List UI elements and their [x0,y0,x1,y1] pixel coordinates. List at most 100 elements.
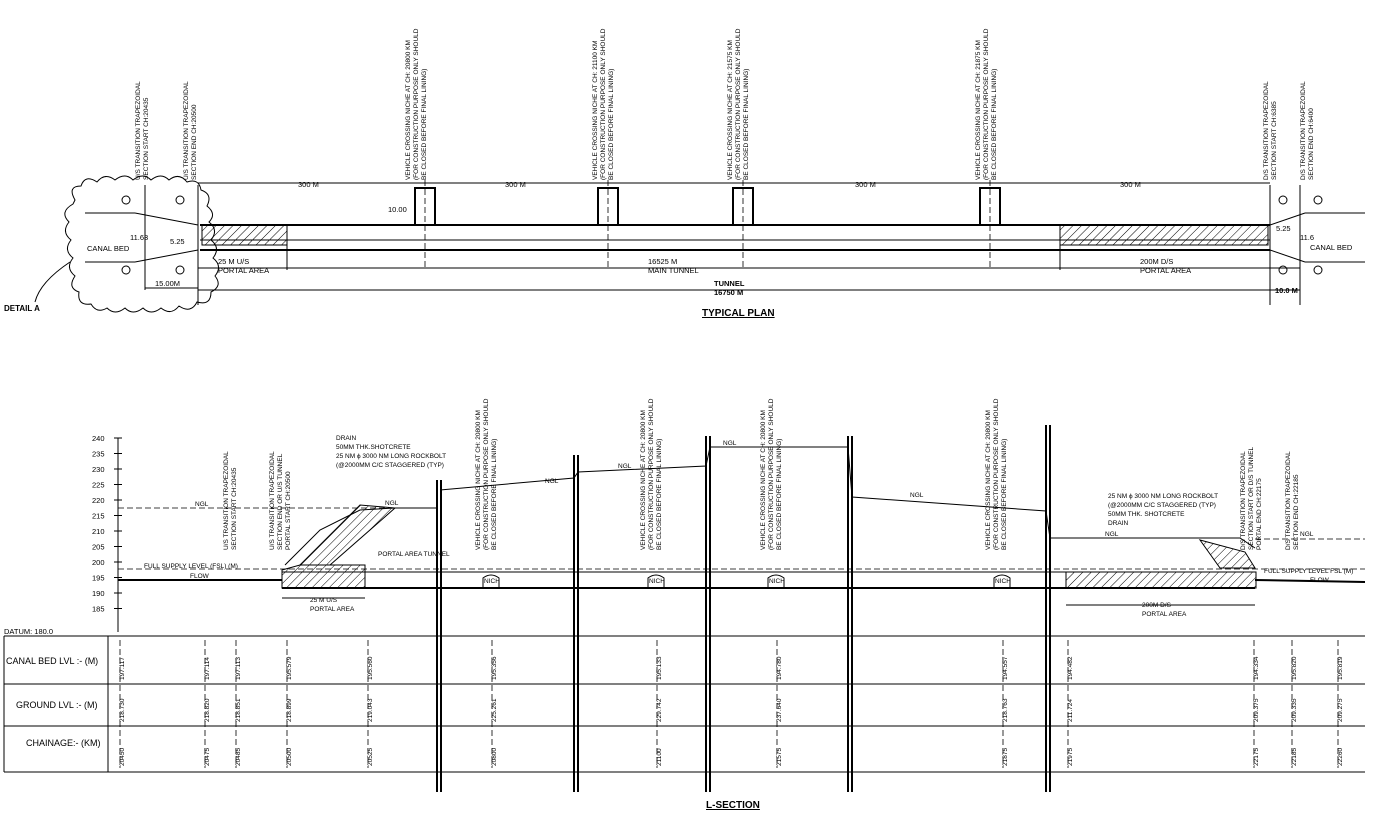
plan-top-label: VEHICLE CROSSING NICHE AT CH: 21575 KM(F… [727,28,750,180]
table-cell-canal-bed: 197.113 [235,657,242,680]
table-cell-ground: 237.640 [776,698,783,722]
datum-label: DATUM: 180.0 [4,627,53,636]
detail-a-cloud [64,175,219,313]
niche-width-label: 10.00 [388,205,407,214]
section-marker-b [175,265,185,275]
lsection-top-label: VEHICLE CROSSING NICHE AT CH: 20800 KM(F… [760,398,783,550]
canal-bed-right-label: CANAL BED [1310,243,1353,252]
fsl-right-label: FULL SUPPLY LEVEL FSL (M) [1264,568,1353,575]
table-cell-chainage: 21100 [656,748,663,766]
level-tick-label: 230 [92,465,105,474]
level-tick-label: 235 [92,450,105,459]
svg-text:NGL: NGL [910,492,924,499]
niche-label: NICH [649,578,665,585]
table-cell-chainage: 21575 [776,748,783,766]
plan-vertical-markers [144,180,1301,305]
section-marker-b [175,195,185,205]
spacing-label: 300 M [855,180,876,189]
level-tick-label: 205 [92,543,105,552]
lsection-top-label: VEHICLE CROSSING NICHE AT CH: 20800 KM(F… [640,398,663,550]
table-cell-ground: 218.763 [1002,698,1009,722]
lsection-boundaries [436,425,1051,792]
table-values: 197.117218.73020450197.114218.8202047519… [119,640,1344,768]
canal-bed-left-label: CANAL BED [87,244,130,253]
typical-plan: DETAIL A CANAL BED 11.63 5.25 10.00 [4,28,1365,319]
niche-label: NICH [484,578,500,585]
level-tick-label: 190 [92,589,105,598]
level-tick-label: 195 [92,574,105,583]
right-notes: 25 NM ϕ 3000 NM LONG ROCKBOLT(@2000MM C/… [1108,493,1218,527]
width-right-label: 11.6 [1300,233,1314,242]
plan-top-label: U/S TRANSITION TRAPEZOIDALSECTION END CH… [183,81,198,180]
table-cell-ground: 209.275 [1337,698,1344,722]
table-cell-canal-bed: 195.133 [656,656,663,680]
section-marker [121,265,131,275]
table-cell-chainage: 21875 [1002,748,1009,766]
table-cell-chainage: 20450 [119,748,126,766]
table-cell-ground: 209.335 [1291,698,1298,722]
table-cell-chainage: 20500 [286,748,293,766]
lsection-top-label: U/S TRANSITION TRAPEZOIDALSECTION START … [223,451,238,550]
table-cell-canal-bed: 195.579 [286,656,293,680]
table-cell-ground: 209.375 [1253,698,1260,722]
detail-a-label: DETAIL A [4,304,40,313]
lsection-top-label: D/S TRANSITION TRAPEZOIDALSECTION START … [1240,446,1263,550]
width-canal-label: 5.25 [170,237,185,246]
fsl-left-label: FULL SUPPLY LEVEL (FSL) (M) [144,563,238,570]
ds-portal-hatch [1065,571,1257,589]
svg-text:NGL: NGL [545,478,559,485]
lsection-niches [482,574,1011,588]
plan-title: TYPICAL PLAN [702,308,775,319]
row-label-chainage: CHAINAGE:- (KM) [26,738,101,748]
table-cell-ground: 218.851 [235,698,242,722]
width-canal-right-label: 5.25 [1276,224,1291,233]
lsection-top-label: D/S TRANSITION TRAPEZOIDALSECTION END CH… [1285,451,1300,550]
spacing-label: 300 M [298,180,319,189]
lsection-top-label: U/S TRANSITION TRAPEZOIDALSECTION END OR… [269,451,292,550]
plan-niches [414,187,1001,225]
svg-text:NGL: NGL [1105,531,1119,538]
row-label-canal-bed: CANAL BED LVL :- (M) [6,656,98,666]
table-cell-chainage: 20485 [235,748,242,766]
us-portal-hatch [281,564,366,589]
section-marker [121,195,131,205]
plan-top-label: U/S TRANSITION TRAPEZOIDALSECTION START … [135,81,150,180]
row-label-ground: GROUND LVL :- (M) [16,700,98,710]
plan-top-label: D/S TRANSITION TRAPEZOIDALSECTION END CH… [1300,81,1315,180]
svg-text:NGL: NGL [195,501,209,508]
flow-left-label: FLOW [190,573,210,580]
table-cell-canal-bed: 194.482 [1067,656,1074,680]
svg-text:NGL: NGL [723,440,737,447]
table-cell-ground: 218.820 [204,698,211,722]
lsection-top-labels: U/S TRANSITION TRAPEZOIDALSECTION START … [223,398,1300,550]
plan-top-label: D/S TRANSITION TRAPEZOIDALSECTION START … [1263,81,1278,180]
data-table [3,635,1365,773]
spacing-label: 300 M [1120,180,1141,189]
table-cell-canal-bed: 194.780 [776,656,783,680]
niche-label: NICH [995,578,1011,585]
table-cell-canal-bed: 194.557 [1002,656,1009,680]
table-cell-chainage: 20525 [367,748,374,766]
level-tick-label: 240 [92,434,105,443]
lsection-title: L-SECTION [706,800,760,811]
table-cell-ground: 218.899 [286,698,293,722]
level-tick-label: 220 [92,496,105,505]
table-cell-ground: 218.730 [119,698,126,722]
svg-text:NGL: NGL [385,500,399,507]
width-up-label: 11.63 [130,233,148,242]
table-cell-canal-bed: 197.114 [204,657,211,680]
table-cell-chainage: 20800 [491,748,498,766]
table-cell-canal-bed: 195.819 [1337,656,1344,680]
level-tick-label: 225 [92,481,105,490]
table-cell-canal-bed: 197.117 [119,657,126,680]
table-cell-chainage: 22260 [1337,748,1344,766]
table-cell-ground: 229.742 [656,698,663,722]
table-cell-chainage: 22185 [1291,748,1298,766]
